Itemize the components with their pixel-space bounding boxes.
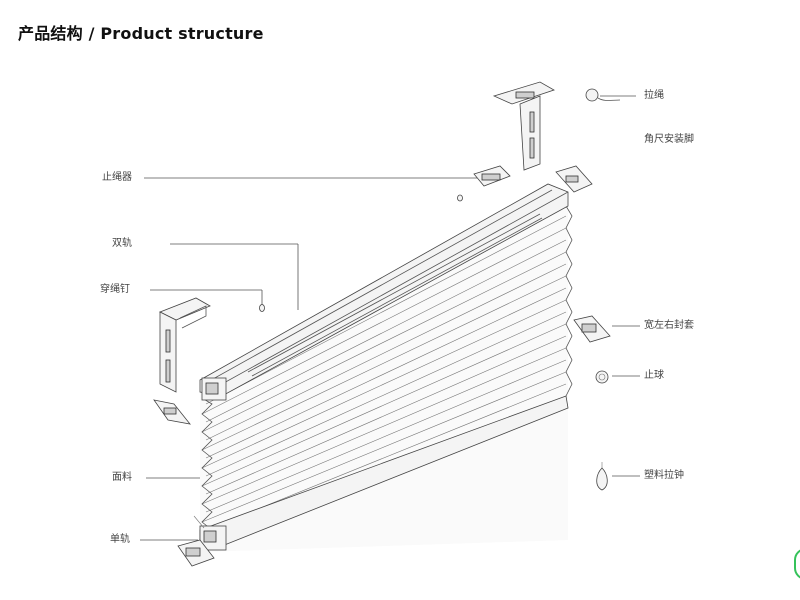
top-rail	[199, 183, 569, 401]
stop-ball-part	[595, 370, 609, 384]
bottom-cap-left	[177, 539, 215, 567]
label-fabric: 面料	[112, 472, 132, 483]
pull-cord-part	[585, 88, 621, 102]
end-cap-top-right	[555, 165, 593, 193]
label-corner-bracket: 角尺安装脚	[644, 134, 694, 145]
label-threading-nail: 穿绳钉	[100, 284, 130, 295]
left-corner-bracket	[159, 297, 211, 393]
threading-nail-part	[259, 194, 463, 312]
cord-bottom	[193, 515, 205, 529]
end-cap-right	[573, 315, 611, 343]
label-single-rail: 单轨	[110, 534, 130, 545]
label-pull-cord: 拉绳	[644, 90, 664, 101]
label-cord-stopper: 止绳器	[102, 172, 132, 183]
label-stop-ball: 止球	[644, 370, 664, 381]
plastic-pull-part	[596, 462, 608, 491]
leader-lines	[140, 95, 640, 541]
label-end-caps: 宽左右封套	[644, 320, 694, 331]
end-cap-left	[153, 399, 191, 425]
cord-stopper-part	[473, 165, 511, 187]
page-title: 产品结构 / Product structure	[18, 24, 264, 43]
label-double-rail: 双轨	[112, 238, 132, 249]
label-plastic-pull: 塑料拉钟	[644, 470, 684, 481]
right-corner-bracket	[492, 81, 555, 171]
